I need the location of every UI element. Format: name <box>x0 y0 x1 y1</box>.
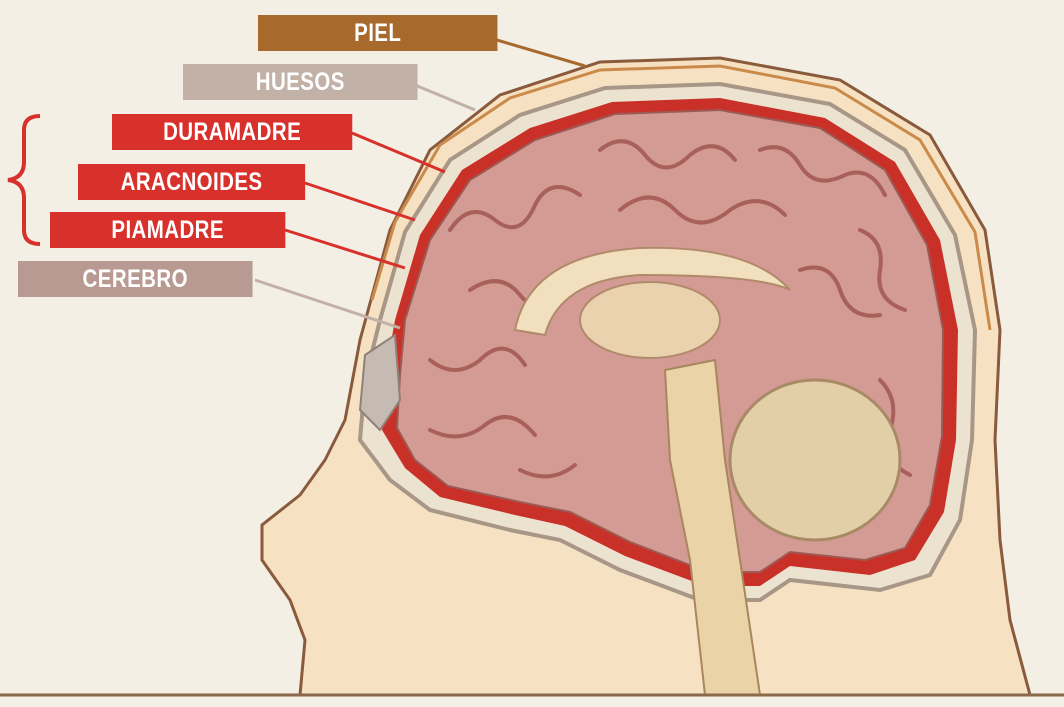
label-huesos: HUESOS <box>183 64 418 100</box>
label-piamadre: PIAMADRE <box>50 212 285 248</box>
meninges-brace-icon <box>8 116 40 244</box>
cerebellum <box>730 380 900 540</box>
thalamus <box>580 282 720 358</box>
label-cerebro: CEREBRO <box>18 261 253 297</box>
label-piel: PIEL <box>258 15 497 51</box>
label-duramadre: DURAMADRE <box>112 114 352 150</box>
label-aracnoides: ARACNOIDES <box>78 164 305 200</box>
